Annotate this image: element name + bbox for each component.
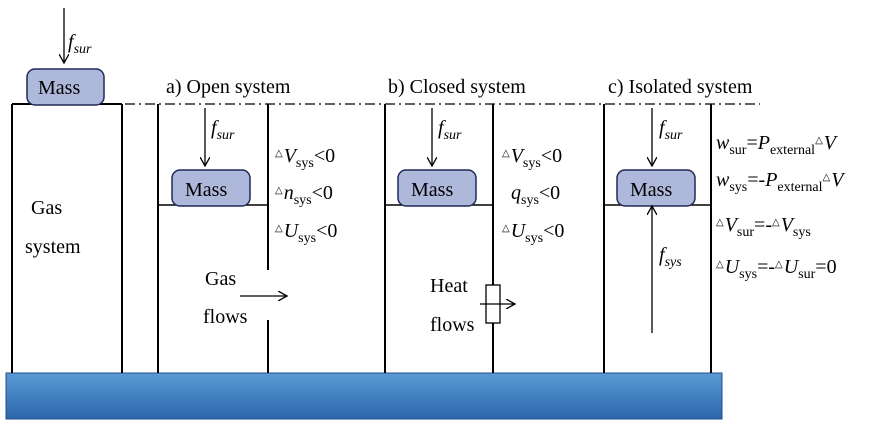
open-system-title: a) Open system (166, 76, 291, 98)
isolated-system-cylinder (603, 104, 712, 373)
closed-system-title: b) Closed system (388, 76, 526, 98)
left-mass-label: Mass (38, 77, 81, 99)
closed-eq-energy: △Usys<0 (502, 220, 565, 246)
eq-energy-relation: △Usys=-△Usur=0 (716, 256, 837, 282)
closed-eq-volume: △Vsys<0 (502, 145, 563, 171)
left-mass-block (26, 68, 105, 106)
gas-label: Gas (31, 197, 63, 219)
gas-flows-line1: Gas (205, 268, 237, 290)
open-mass-block (171, 169, 251, 207)
eq-work-surroundings: wsur=Pexternal△V (716, 132, 836, 158)
gas-system-cylinder (11, 8, 123, 373)
gas-flows-line2: flows (203, 306, 248, 328)
isolated-force-label: fsur (659, 117, 683, 143)
eq-work-system: wsys=-Pexternal△V (716, 169, 844, 195)
open-eq-volume: △Vsys<0 (275, 145, 336, 171)
system-force-label: fsys (659, 244, 682, 270)
closed-force-label: fsur (438, 117, 462, 143)
open-eq-energy: △Usys<0 (275, 220, 338, 246)
base-platform (5, 372, 723, 420)
closed-system-cylinder (384, 104, 514, 373)
isolated-system-title: c) Isolated system (608, 76, 753, 98)
open-mass-label: Mass (185, 179, 228, 201)
open-system-cylinder (157, 104, 286, 373)
closed-eq-heat: qsys<0 (511, 182, 561, 208)
closed-mass-label: Mass (411, 179, 454, 201)
heat-flows-line1: Heat (430, 275, 468, 297)
closed-mass-block (397, 169, 477, 207)
isolated-mass-label: Mass (630, 179, 673, 201)
left-force-label: fsur (68, 31, 92, 57)
heat-flows-line2: flows (430, 314, 475, 336)
open-force-label: fsur (211, 117, 235, 143)
open-eq-moles: △nsys<0 (275, 182, 333, 208)
eq-volume-relation: △Vsur=-△Vsys (716, 214, 811, 240)
system-label: system (25, 236, 81, 258)
